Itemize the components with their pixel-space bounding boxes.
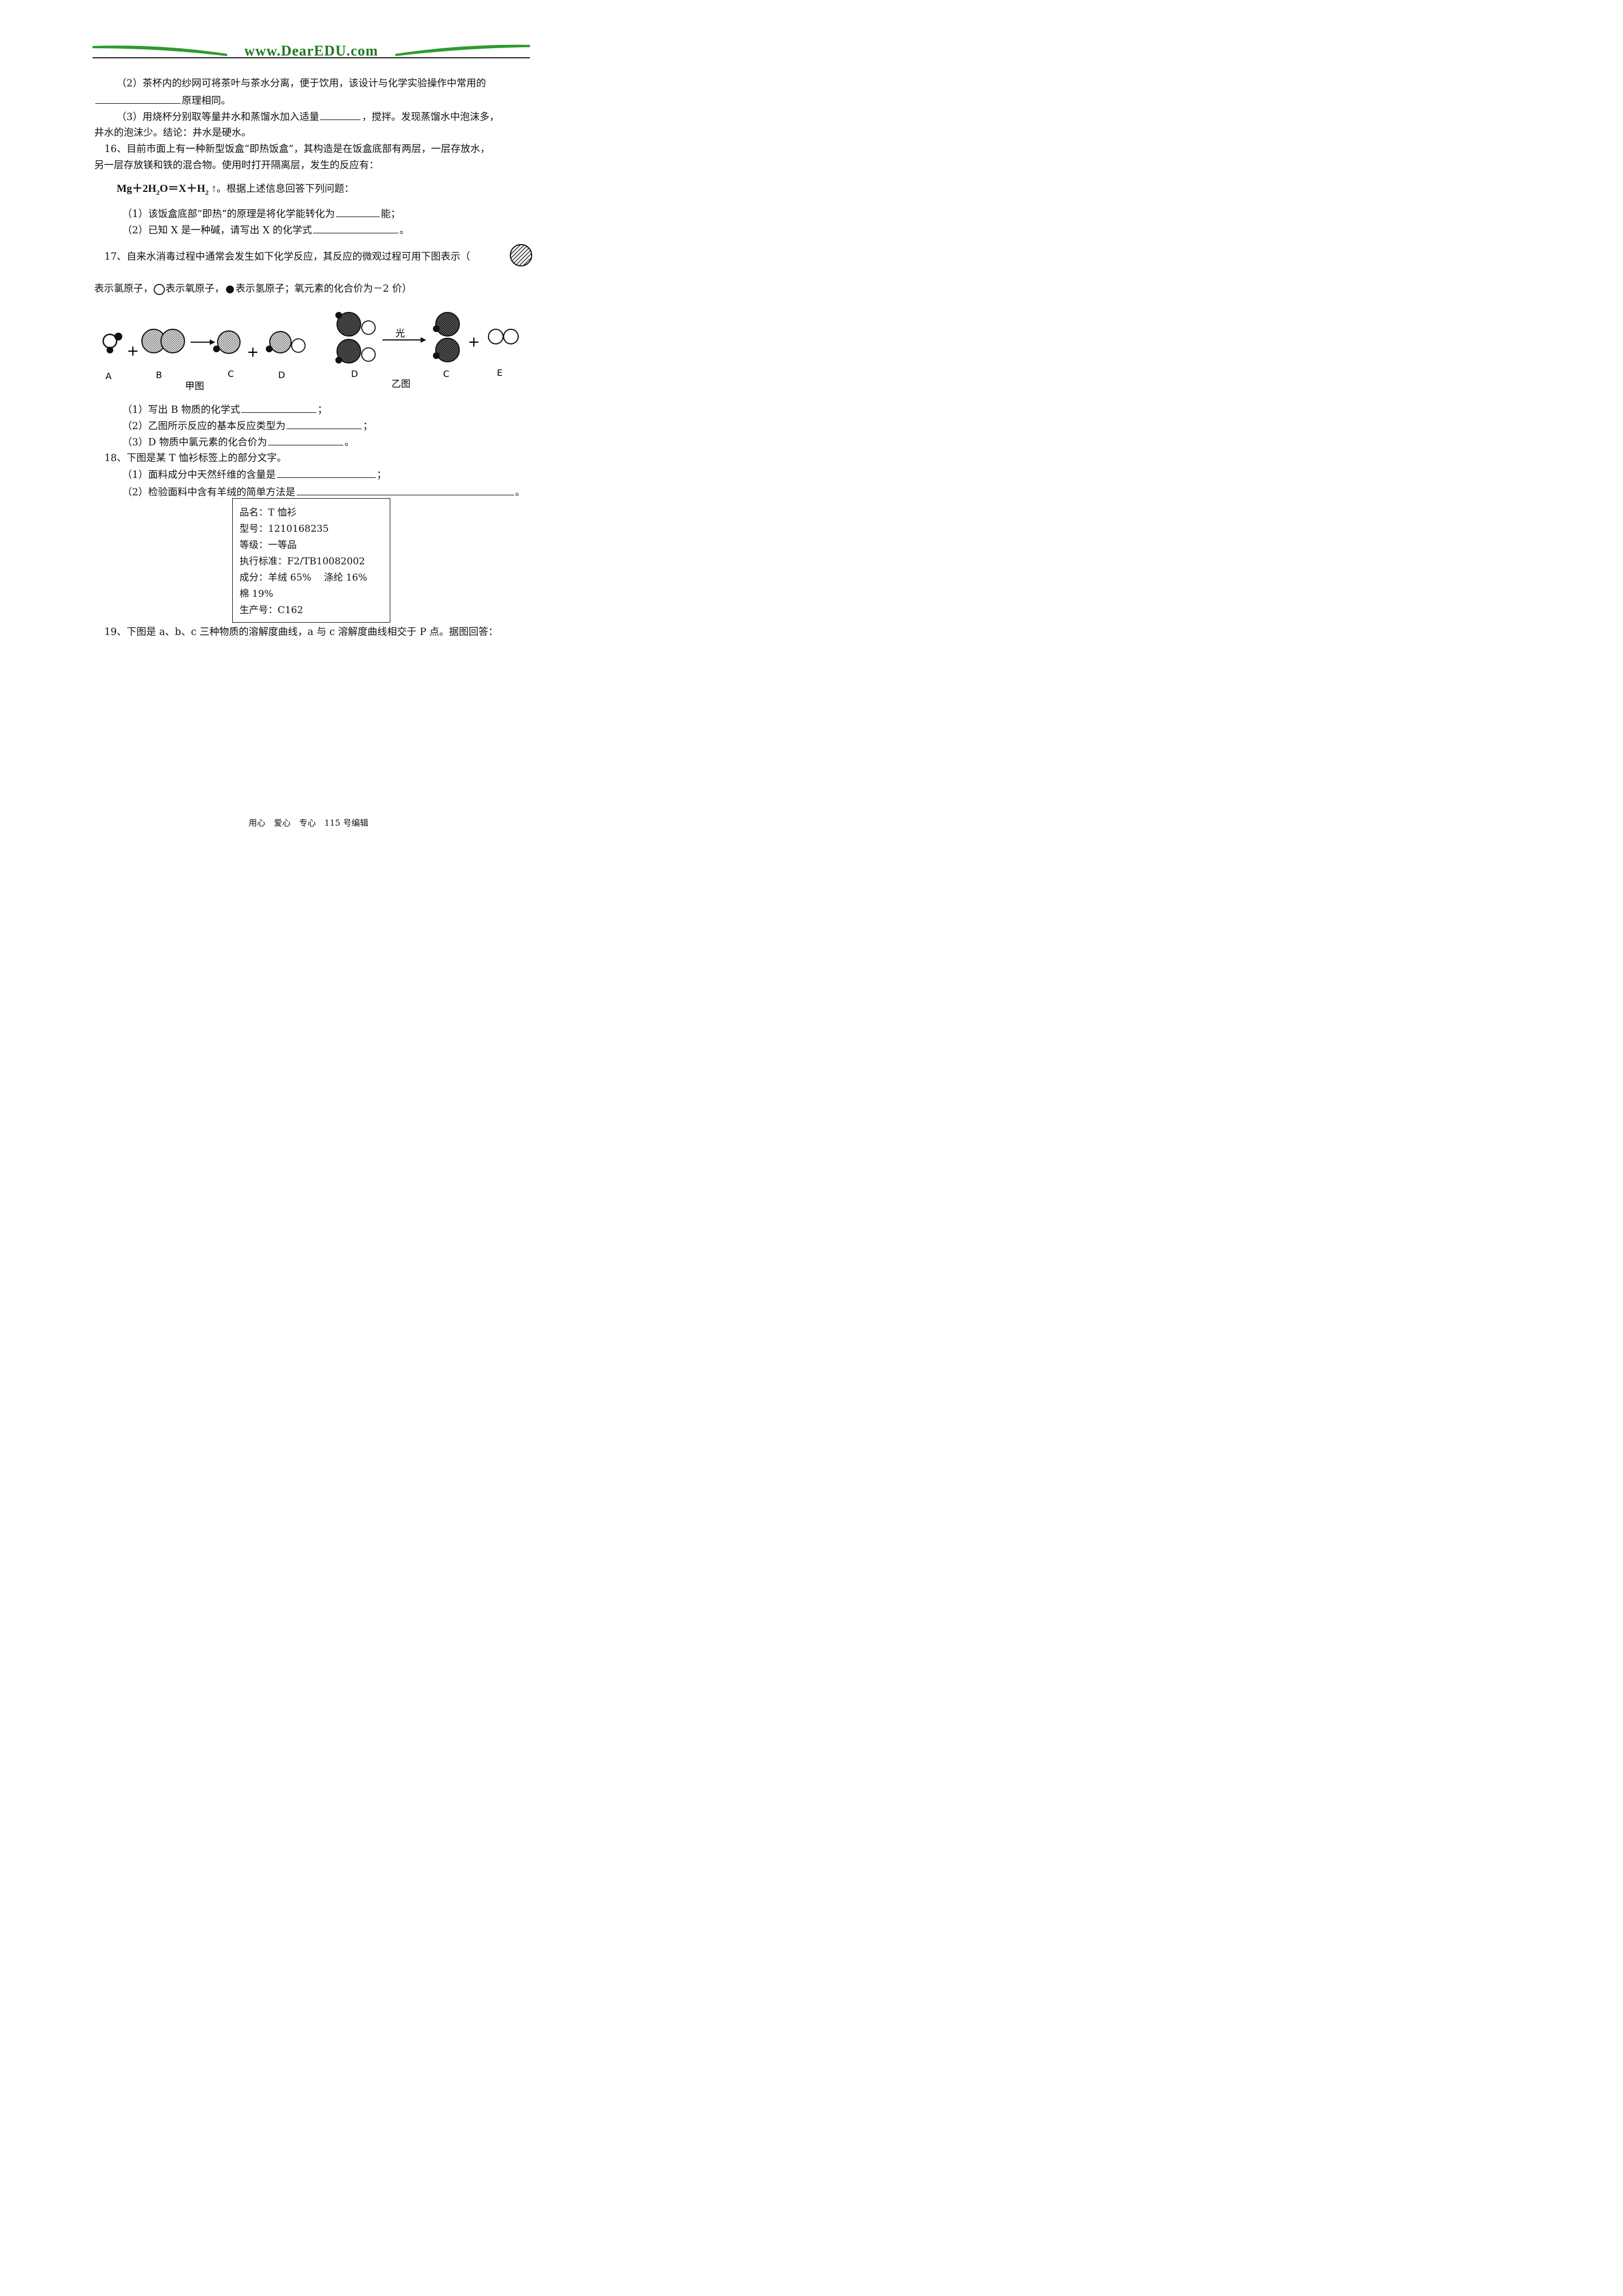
text-line: （3）用烧杯分别取等量井水和蒸馏水加入适量，搅拌。发现蒸馏水中泡沫多， [117,111,500,123]
caption-yi: 乙图 [391,379,411,390]
tag-line: 成分：羊绒 65% 涤纶 16% [239,572,367,583]
plus-sign: + [247,344,259,361]
tshirt-tag: 品名：T 恤衫 型号：1210168235 等级：一等品 执行标准：F2/TB1… [232,498,390,623]
page-footer: 用心 爱心 专心 115 号编辑 [248,818,368,828]
tag-line: 品名：T 恤衫 [239,507,297,518]
text-line: （1）写出 B 物质的化学式； [122,403,328,416]
molecule-c-pair [433,312,460,362]
text-line: 原理相同。 [94,94,231,107]
text-line: （2）已知 X 是一种碱，请写出 X 的化学式。 [122,224,409,236]
text-line: （2）茶杯内的纱网可将茶叶与茶水分离，便于饮用，该设计与化学实验操作中常用的 [117,78,486,89]
oxygen-atom-icon [154,283,165,295]
answer-blank[interactable] [336,208,380,217]
light-label: 光 [395,328,405,339]
legend-line: 表示氯原子，表示氧原子，表示氢原子；氧元素的化合价为－2 价） [94,283,412,295]
answer-blank[interactable] [268,436,344,445]
question-16: 16、目前市面上有一种新型饭盒“即热饭盒”，其构造是在饭盒底部有两层，一层存放水… [104,144,490,155]
text-line: （3）D 物质中氯元素的化合价为。 [122,436,354,448]
text-line: （2）检验面料中含有羊绒的简单方法是。 [122,486,525,498]
chlorine-atom-icon [510,244,532,266]
site-logo: www.DearEDU.com [244,43,379,59]
plus-sign: + [127,343,139,360]
answer-blank[interactable] [241,403,317,413]
text-line: 另一层存放镁和铁的混合物。使用时打开隔离层，发生的反应有： [94,160,379,171]
molecule-b [141,329,185,353]
molecule-d [266,331,306,353]
answer-blank[interactable] [320,111,361,120]
question-18: 18、下图是某 T 恤衫标签上的部分文字。 [104,453,287,464]
hydrogen-atom-icon [226,285,234,293]
tag-line: 等级：一等品 [239,540,297,551]
question-19: 19、下图是 a、b、c 三种物质的溶解度曲线，a 与 c 溶解度曲线相交于 P… [104,627,499,638]
document-page: www.DearEDU.com （2）茶杯内的纱网可将茶叶与茶水分离，便于饮用，… [0,0,617,873]
molecule-e [488,329,519,344]
label-a: A [105,371,112,381]
label-d2: D [351,369,358,379]
banner-swoosh-icon [93,44,530,56]
plus-sign: + [468,334,480,351]
reaction-diagram: + + 光 [102,312,519,392]
tag-line: 生产号：C162 [239,605,303,616]
tag-line: 型号：1210168235 [239,523,329,535]
caption-jia: 甲图 [185,381,204,392]
answer-blank[interactable] [313,224,399,233]
text-line: 井水的泡沫少。结论：井水是硬水。 [94,127,251,139]
question-17: 17、自来水消毒过程中通常会发生如下化学反应，其反应的微观过程可用下图表示（ [104,251,471,263]
answer-blank[interactable] [95,94,181,104]
answer-blank[interactable] [287,420,362,429]
label-e: E [497,367,502,378]
label-b: B [156,370,162,380]
text-line: （2）乙图所示反应的基本反应类型为； [122,420,373,432]
text-line: （1）该饭盒底部“即热”的原理是将化学能转化为能； [122,208,401,220]
label-c: C [228,369,234,379]
label-c2: C [443,369,449,379]
tag-line: 棉 19% [239,588,274,600]
molecule-a [102,333,122,353]
label-d: D [278,370,285,380]
answer-blank[interactable] [276,468,376,478]
tag-line: 执行标准：F2/TB10082002 [239,556,365,567]
answer-blank[interactable] [296,486,514,495]
chemical-equation: Mg＋2H2O＝X＋H2 ↑。根据上述信息回答下列问题： [117,183,354,196]
header-rule [93,57,530,58]
molecule-c [213,330,241,354]
header-banner: www.DearEDU.com [93,40,530,59]
text-line: （1）面料成分中天然纤维的含量是； [122,468,387,481]
molecule-d-pair [335,312,376,364]
